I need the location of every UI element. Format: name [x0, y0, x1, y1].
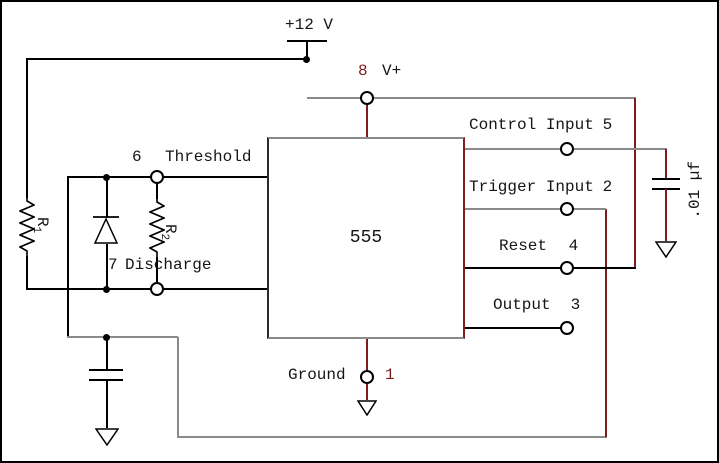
wire-trigger-drop	[605, 209, 607, 437]
wire-cap2-top	[106, 337, 108, 370]
resistor-r1-label: R1	[30, 216, 52, 234]
wire-r2-top	[156, 177, 158, 199]
pin3-label: Output 3	[493, 296, 581, 315]
pin8-number: 8	[358, 62, 368, 80]
pin7-name: Discharge	[125, 256, 212, 274]
wire-diode-bottom	[106, 244, 108, 289]
supply-bar	[287, 40, 327, 42]
pin2-number: 2	[602, 178, 613, 196]
ground-symbol-cap2	[95, 428, 119, 446]
wire-r1-top	[26, 59, 28, 198]
pin4-number: 4	[568, 237, 579, 255]
pin5-name: Control Input	[469, 116, 594, 134]
cap1-plate-top	[652, 178, 680, 180]
pin1-number: 1	[385, 366, 395, 384]
terminal-threshold	[150, 170, 164, 184]
ground-symbol-pin1	[357, 400, 377, 416]
ground-symbol-cap1	[655, 241, 677, 258]
pin1-name: Ground	[288, 366, 346, 384]
wire-cap1-bottom	[665, 189, 667, 241]
terminal-ground	[360, 370, 374, 384]
junction-supply	[303, 56, 310, 63]
resistor-r2-label: R2	[158, 223, 180, 241]
pin2-label: Trigger Input 2	[469, 178, 613, 197]
wire-output	[465, 327, 568, 329]
supply-voltage-label: +12 V	[285, 16, 334, 34]
pin6-number: 6	[132, 148, 142, 166]
ic-555-body	[267, 137, 465, 339]
wire-discharge	[26, 288, 268, 290]
pin3-name: Output	[493, 296, 551, 314]
wire-pin1-stub	[366, 339, 368, 370]
wire-supply-rail-left	[26, 58, 307, 60]
wire-left-return	[67, 177, 69, 337]
wire-mid-drop	[177, 337, 179, 437]
wire-diode-top	[106, 177, 108, 218]
wire-cap1-top	[665, 149, 667, 179]
cap1-value-label: .01 µf	[686, 160, 705, 219]
cap2-plate-top	[89, 369, 123, 371]
wire-trigger	[465, 208, 606, 210]
pin5-label: Control Input 5	[469, 116, 613, 135]
resistor-r1	[19, 198, 35, 256]
terminal-output	[560, 321, 574, 335]
wire-cap2-bottom	[106, 380, 108, 428]
pin5-number: 5	[602, 116, 613, 134]
pin4-name: Reset	[499, 237, 548, 255]
junction-diode-threshold	[103, 174, 110, 181]
pin2-name: Trigger Input	[469, 178, 594, 196]
terminal-control	[560, 142, 574, 156]
pin3-number: 3	[570, 296, 581, 314]
wire-bottom-run	[177, 436, 607, 438]
pin7-number: 7	[108, 256, 118, 274]
wire-supply-drop	[306, 42, 308, 59]
wire-threshold	[67, 176, 268, 178]
terminal-reset	[560, 261, 574, 275]
terminal-trigger	[560, 202, 574, 216]
pin8-name: V+	[382, 62, 402, 80]
pin6-name: Threshold	[165, 148, 252, 166]
wire-pin8-stub	[366, 98, 368, 137]
wire-r2-bottom	[156, 257, 158, 289]
terminal-discharge	[150, 282, 164, 296]
wire-pin1-gnd	[366, 384, 368, 400]
junction-diode-discharge	[103, 286, 110, 293]
wire-vplus-to-reset	[634, 98, 636, 268]
diode	[93, 216, 119, 244]
wire-r1-bottom	[26, 256, 28, 289]
wire-vplus-rail	[307, 97, 636, 99]
wire-bottom-link	[67, 336, 178, 338]
resistor-r2	[149, 199, 165, 257]
wire-reset	[465, 267, 636, 269]
ic-555-label: 555	[349, 228, 383, 248]
pin4-label: Reset 4	[499, 237, 579, 256]
terminal-vplus	[360, 91, 374, 105]
